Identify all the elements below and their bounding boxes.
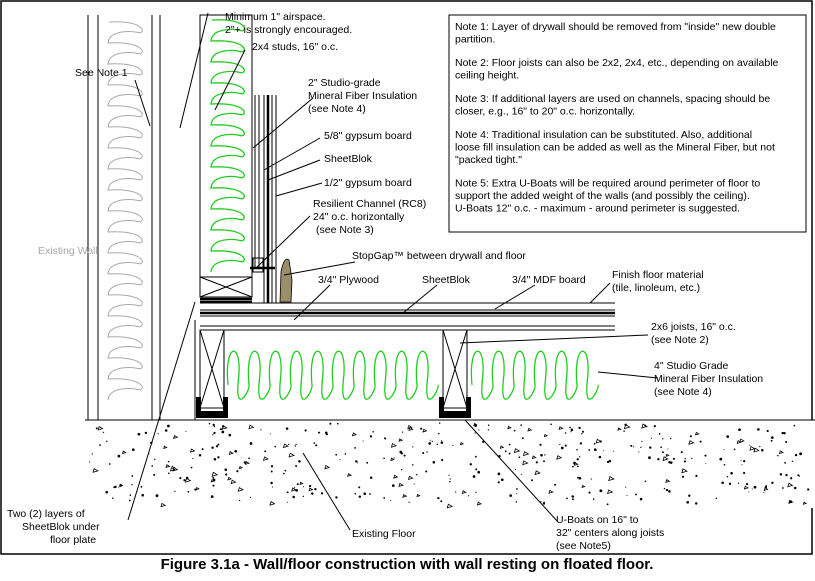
label-joists-2: (see Note 2)	[651, 334, 709, 346]
label-mineral-fiber-wall-1: 2" Studio-grade	[308, 77, 381, 89]
existing-wall-insulation	[107, 21, 143, 401]
label-airspace-line1: Minimum 1" airspace.	[225, 11, 326, 23]
notes-box: Note 1: Layer of drywall should be remov…	[448, 14, 807, 233]
label-sheetblok-wall: SheetBlok	[324, 153, 373, 165]
figure-caption: Figure 3.1a - Wall/floor construction wi…	[161, 556, 654, 573]
note-1-line-2: partition.	[455, 34, 495, 46]
label-two-layers-3: floor plate	[50, 534, 96, 546]
figure-border	[0, 0, 813, 555]
label-mineral-fiber-floor-2: Mineral Fiber Insulation	[654, 373, 763, 385]
note-5-line-3: U-Boats 12" o.c. - maximum - around peri…	[455, 203, 740, 215]
label-two-layers-2: SheetBlok under	[22, 521, 100, 533]
label-uboats-3: (see Note5)	[556, 540, 611, 552]
label-rc8-1: Resilient Channel (RC8)	[313, 198, 426, 210]
floor-joist-middle	[442, 329, 468, 409]
label-rc8-2: 24" o.c. horizontally	[313, 211, 405, 223]
uboat-left	[196, 397, 228, 418]
label-gypsum-12: 1/2" gypsum board	[324, 177, 412, 189]
note-2-line-1: Note 2: Floor joists can also be 2x2, 2x…	[455, 57, 779, 69]
bottom-plate	[199, 276, 253, 298]
note-1-line-1: Note 1: Layer of drywall should be remov…	[455, 21, 776, 33]
stopgap-sealant	[279, 258, 293, 303]
label-finish-floor-2: (tile, linoleum, etc.)	[612, 282, 700, 294]
label-joists-1: 2x6 joists, 16" o.c.	[651, 321, 736, 333]
uboat-middle	[439, 397, 471, 418]
note-4-line-1: Note 4: Traditional insulation can be su…	[455, 129, 752, 141]
rc8-clip	[252, 257, 264, 273]
label-studs: 2x4 studs, 16" o.c.	[252, 41, 338, 53]
label-uboats-2: 32" centers along joists	[556, 527, 664, 539]
label-two-layers-1: Two (2) layers of	[7, 508, 85, 520]
label-existing-wall: Existing Wall	[38, 245, 98, 257]
label-rc8-3: (see Note 3)	[316, 224, 374, 236]
note-3-line-2: closer, e.g., 16" to 20" o.c. horizontal…	[455, 106, 635, 118]
note-5-line-2: support the added weight of the walls (a…	[455, 190, 750, 202]
label-uboats-1: U-Boats on 16" to	[556, 514, 639, 526]
note-4-line-2: loose fill insulation can be added as we…	[455, 142, 775, 154]
label-mineral-fiber-wall-2: Mineral Fiber Insulation	[308, 90, 417, 102]
label-gypsum-58: 5/8" gypsum board	[324, 130, 412, 142]
label-mdf: 3/4" MDF board	[512, 274, 586, 286]
note-2-line-2: ceiling height.	[455, 70, 519, 82]
label-mineral-fiber-wall-3: (see Note 4)	[308, 103, 366, 115]
label-finish-floor-1: Finish floor material	[612, 269, 704, 281]
new-wall	[199, 14, 293, 304]
floated-floor	[194, 302, 615, 420]
floor-mineral-fiber-insulation	[226, 350, 439, 400]
existing-floor-slab	[85, 419, 815, 509]
label-sheetblok-floor: SheetBlok	[422, 274, 471, 286]
floor-joist-left	[199, 329, 225, 409]
label-mineral-fiber-floor-3: (see Note 4)	[654, 386, 712, 398]
floor-mineral-fiber-insulation-right	[470, 350, 599, 400]
note-5-line-1: Note 5: Extra U-Boats will be required a…	[455, 178, 760, 190]
note-3-line-1: Note 3: If additional layers are used on…	[455, 93, 770, 105]
label-airspace-line2: 2"+ is strongly encouraged.	[225, 24, 352, 36]
label-see-note1: See Note 1	[75, 67, 128, 79]
label-mineral-fiber-floor-1: 4" Studio Grade	[654, 360, 729, 372]
note-4-line-3: "packed tight."	[455, 154, 522, 166]
label-plywood: 3/4" Plywood	[318, 274, 379, 286]
label-stopgap: StopGap™ between drywall and floor	[352, 250, 526, 262]
wall-mineral-fiber-insulation	[210, 19, 245, 273]
existing-wall	[87, 15, 161, 420]
label-existing-floor: Existing Floor	[352, 528, 416, 540]
leader-lines	[127, 12, 659, 531]
